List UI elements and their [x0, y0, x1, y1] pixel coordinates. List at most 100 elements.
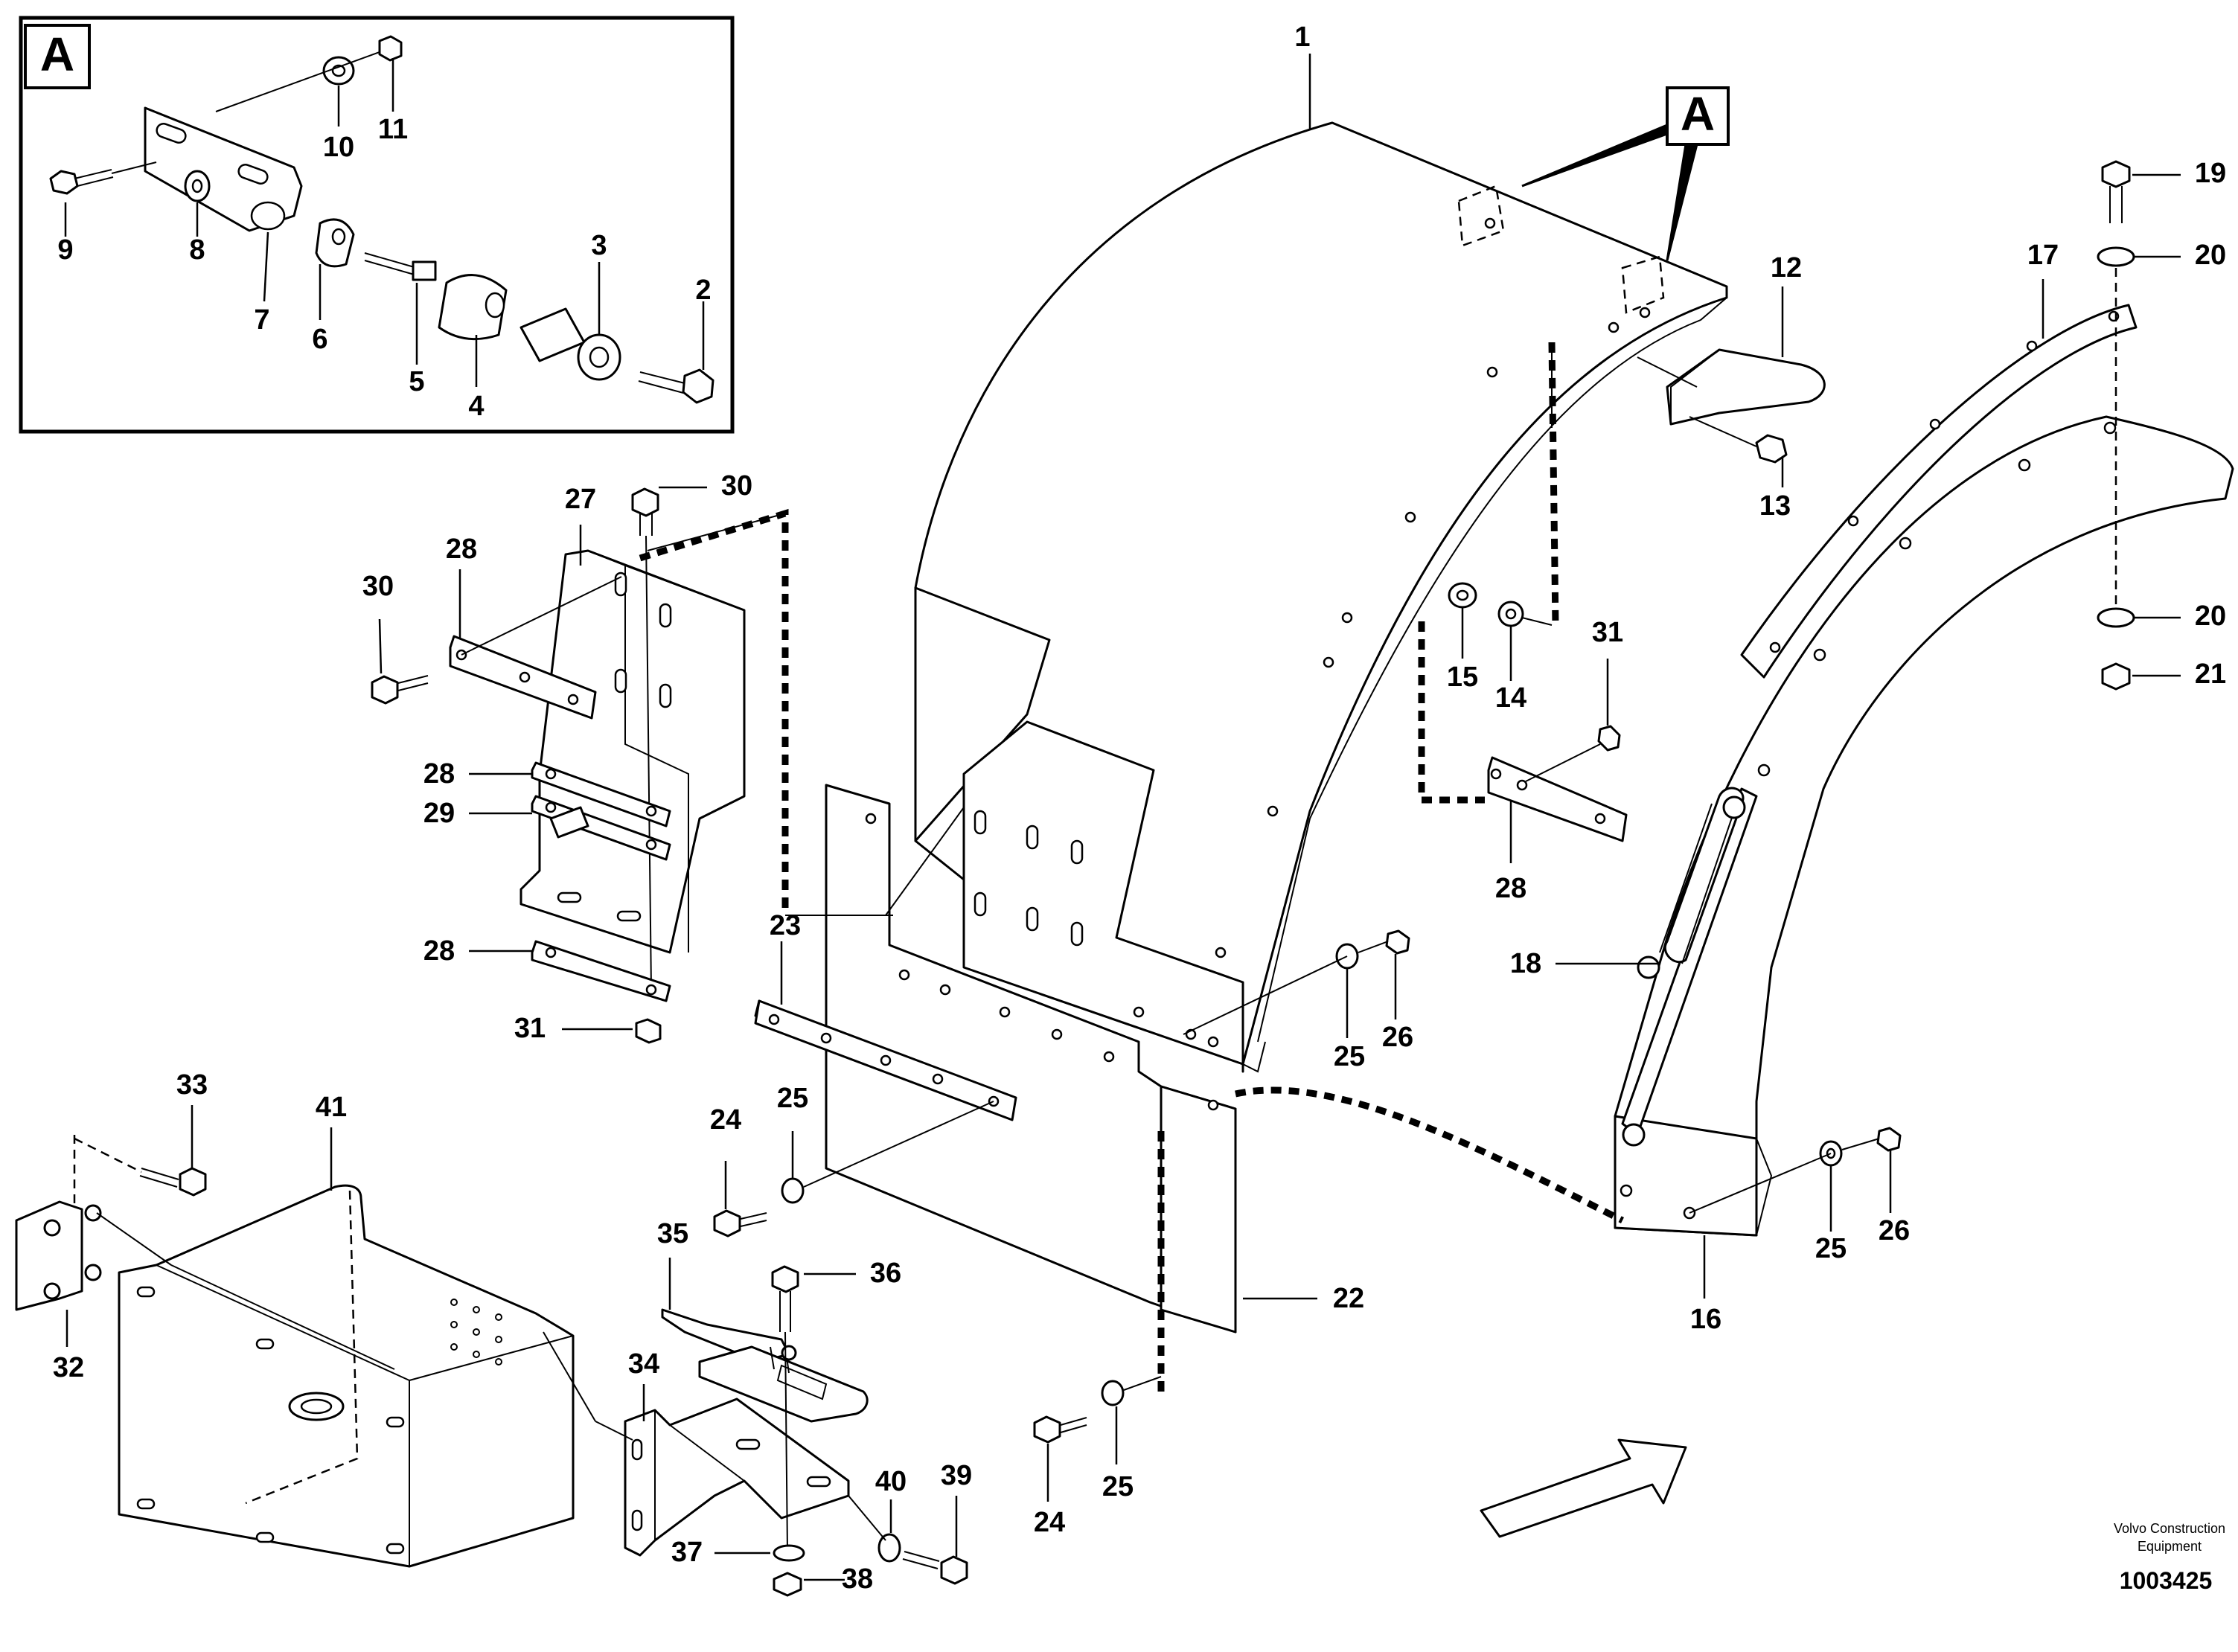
- label-41: 41: [316, 1092, 347, 1123]
- label-24-lower: 24: [1034, 1507, 1065, 1538]
- label-13: 13: [1759, 490, 1791, 522]
- inset-nut-11: [378, 35, 403, 62]
- bolt-24-washer-25-b: 24 25: [1033, 1376, 1162, 1538]
- callout-tag-box: [1666, 86, 1730, 146]
- label-9: 9: [57, 234, 73, 266]
- bolt-30-top: 30: [631, 470, 752, 990]
- fender-1: 1 A: [914, 22, 1730, 1073]
- label-4: 4: [468, 391, 484, 422]
- label-25-lower: 25: [1102, 1471, 1134, 1502]
- toolbox-41: 41: [73, 1092, 575, 1568]
- strap-28-upper: 28 30: [362, 534, 622, 720]
- label-3: 3: [591, 230, 607, 261]
- bolts-19-20-21: 19 20 20 21: [2097, 158, 2226, 691]
- mudflap-22: 22: [825, 784, 1364, 1334]
- screw-36: 36: [771, 1258, 901, 1552]
- inset-bolt-9: [49, 169, 114, 195]
- label-20-bottom: 20: [2195, 601, 2226, 632]
- inset-bolt-2: [638, 371, 685, 394]
- label-28-lower: 28: [423, 935, 455, 967]
- label-22: 22: [1333, 1283, 1364, 1314]
- plates-28-29: 28 29: [423, 758, 671, 861]
- label-5: 5: [409, 366, 424, 397]
- bolt-30-left: [371, 675, 399, 705]
- brand-line-2: Equipment: [2138, 1539, 2202, 1554]
- label-21: 21: [2195, 659, 2226, 690]
- label-30-left: 30: [362, 571, 394, 602]
- label-20-top: 20: [2195, 240, 2226, 271]
- washer-nut-25-26-right: 25 26 16: [1689, 1127, 1910, 1335]
- bolt-39-washer-40: 40 39: [848, 1460, 972, 1585]
- label-28-upper: 28: [446, 534, 477, 565]
- nut-31-left: [635, 1018, 662, 1044]
- callout-tag: A: [1681, 87, 1715, 141]
- label-16: 16: [1690, 1304, 1721, 1335]
- label-1: 1: [1294, 22, 1310, 53]
- label-27: 27: [565, 484, 596, 515]
- label-31-right: 31: [1592, 617, 1623, 648]
- label-15: 15: [1447, 662, 1478, 693]
- hinge-32: 32: [15, 1200, 172, 1383]
- strip-17: 17: [1740, 240, 2138, 679]
- label-34: 34: [628, 1348, 659, 1380]
- label-30-top: 30: [721, 470, 752, 502]
- inset-tag: A: [40, 28, 74, 81]
- nut-31-right: [1597, 725, 1621, 752]
- label-39: 39: [941, 1460, 972, 1491]
- label-19: 19: [2195, 158, 2226, 189]
- label-12: 12: [1771, 252, 1802, 284]
- label-18: 18: [1510, 948, 1541, 979]
- label-28-mid: 28: [423, 758, 455, 790]
- toolbox-grip-pattern: [450, 1299, 502, 1366]
- strap-28-right: 31 28: [1418, 617, 1628, 904]
- label-17: 17: [2027, 240, 2059, 271]
- label-24-upper: 24: [710, 1104, 741, 1136]
- label-28-right: 28: [1495, 873, 1526, 904]
- label-14: 14: [1495, 682, 1526, 714]
- strap-28-lower: 28 31: [423, 935, 671, 1044]
- bracket-12: 12 13: [1637, 252, 1826, 522]
- label-32: 32: [53, 1352, 84, 1383]
- latch-35: 35: [657, 1218, 869, 1423]
- bolt-33: 33: [74, 1069, 208, 1197]
- label-25-upper: 25: [777, 1083, 808, 1114]
- label-26-center: 26: [1382, 1022, 1413, 1053]
- inset-sleeve-4: [438, 274, 508, 341]
- label-38: 38: [842, 1563, 873, 1595]
- fender-mount-plate: [962, 720, 1244, 1066]
- inset-frame: [19, 16, 735, 434]
- washer-nut-37-38: 37 38: [671, 1537, 873, 1597]
- label-40: 40: [875, 1466, 907, 1497]
- inset-tag-box: [24, 24, 91, 89]
- brand-line-1: Volvo Construction: [2114, 1521, 2225, 1536]
- label-10: 10: [323, 132, 354, 163]
- label-25-center: 25: [1334, 1041, 1365, 1072]
- bolt-13: [1755, 434, 1788, 464]
- fender-holes: [973, 217, 1651, 1048]
- label-37: 37: [671, 1537, 703, 1568]
- direction-arrow: [1480, 1438, 1687, 1538]
- label-36: 36: [870, 1258, 901, 1289]
- washers-14-15: 15 14: [1447, 582, 1553, 714]
- inset-detail-a: A: [19, 16, 735, 434]
- bracket-27: 27: [519, 484, 965, 954]
- label-8: 8: [189, 234, 205, 266]
- handle-18: 18: [1510, 787, 1758, 1147]
- label-25-right: 25: [1815, 1233, 1847, 1264]
- label-31-left: 31: [514, 1013, 546, 1044]
- washer-nut-25-26-center: 25 26: [1183, 929, 1413, 1072]
- label-6: 6: [312, 324, 327, 355]
- label-7: 7: [254, 304, 269, 336]
- bracket-34: 34: [543, 1331, 850, 1557]
- label-29: 29: [423, 798, 455, 829]
- document-number: 1003425: [2120, 1567, 2213, 1594]
- bolt-24-washer-25-a: 24 25: [710, 1083, 994, 1238]
- label-11: 11: [378, 114, 408, 145]
- label-26-right: 26: [1879, 1215, 1910, 1246]
- label-33: 33: [176, 1069, 208, 1101]
- label-35: 35: [657, 1218, 688, 1249]
- label-2: 2: [695, 275, 711, 306]
- inset-screw-5: [364, 252, 418, 276]
